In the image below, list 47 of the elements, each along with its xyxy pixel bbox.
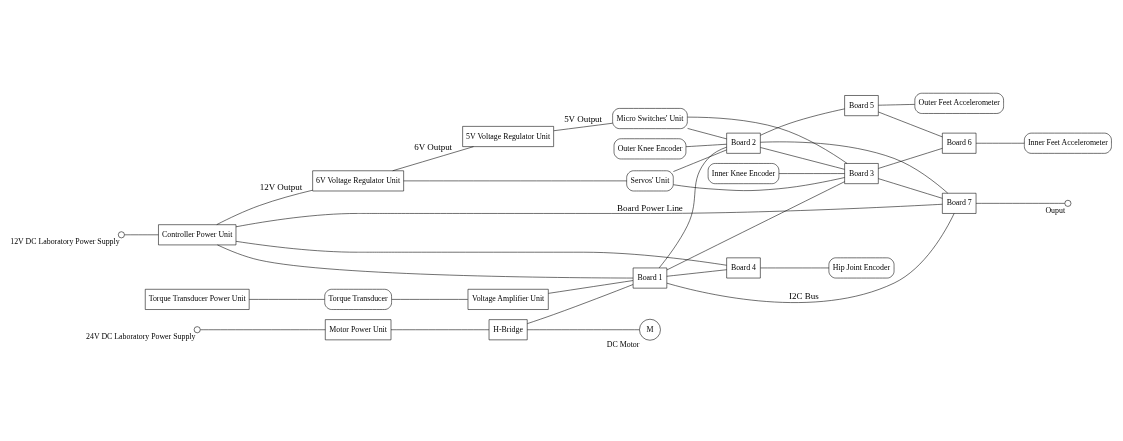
connector	[235, 203, 943, 227]
node-box: Board 5	[844, 94, 879, 116]
connector	[673, 149, 727, 172]
node-box: Inner Feet Accelerometer	[1024, 132, 1112, 154]
node-box: Board 6	[942, 132, 977, 154]
node-box: Hip Joint Encoder	[828, 257, 895, 278]
node-box: H-Bridge	[488, 318, 528, 340]
node-box: Outer Feet Accelerometer	[914, 92, 1004, 114]
node-box: 6V Voltage Regulator Unit	[312, 170, 404, 191]
node-box: Inner Knee Encoder	[707, 162, 780, 184]
connector	[658, 146, 727, 268]
connector	[878, 147, 943, 169]
node-box: Controller Power Unit	[158, 223, 237, 245]
node-box: Board 7	[942, 192, 977, 214]
node-label: 24V DC Laboratory Power Supply	[86, 331, 196, 341]
edge-label: 6V Output	[414, 141, 453, 152]
node-box: Board 1	[632, 267, 668, 288]
node-box: Board 2	[726, 132, 761, 154]
connector	[216, 189, 313, 225]
node-circle	[193, 325, 201, 333]
connector	[760, 108, 845, 136]
node-box: Board 3	[844, 162, 879, 184]
node-box: Micro Switches' Unit	[612, 107, 688, 129]
connector	[760, 141, 949, 193]
connector	[392, 145, 474, 171]
node-box: Board 4	[726, 257, 761, 278]
node-box: Voltage Amplifier Unit	[467, 288, 549, 310]
node-label: DC Motor	[606, 339, 640, 349]
edge-label: 12V Output	[259, 181, 303, 192]
node-circle: M	[639, 318, 661, 340]
connector	[235, 240, 727, 266]
connector	[666, 180, 845, 270]
node-box: Servos' Unit	[626, 170, 674, 191]
connector	[673, 176, 845, 191]
connector	[687, 116, 848, 164]
node-circle	[118, 230, 125, 238]
node-box: Motor Power Unit	[325, 318, 392, 340]
node-label: 12V DC Laboratory Power Supply	[10, 236, 120, 246]
edge-label: I2C Bus	[789, 290, 819, 301]
edge-label: Board Power Line	[617, 202, 683, 213]
node-label: Ouput	[1045, 205, 1066, 215]
node-box: Torque Transducer	[324, 288, 392, 310]
node-box: Outer Knee Encoder	[613, 137, 687, 159]
node-box: 5V Voltage Regulator Unit	[462, 125, 554, 147]
node-circle	[1064, 199, 1072, 207]
node-box: Torque Transducer Power Unit	[144, 288, 250, 310]
edge-label: 5V Output	[564, 113, 603, 124]
